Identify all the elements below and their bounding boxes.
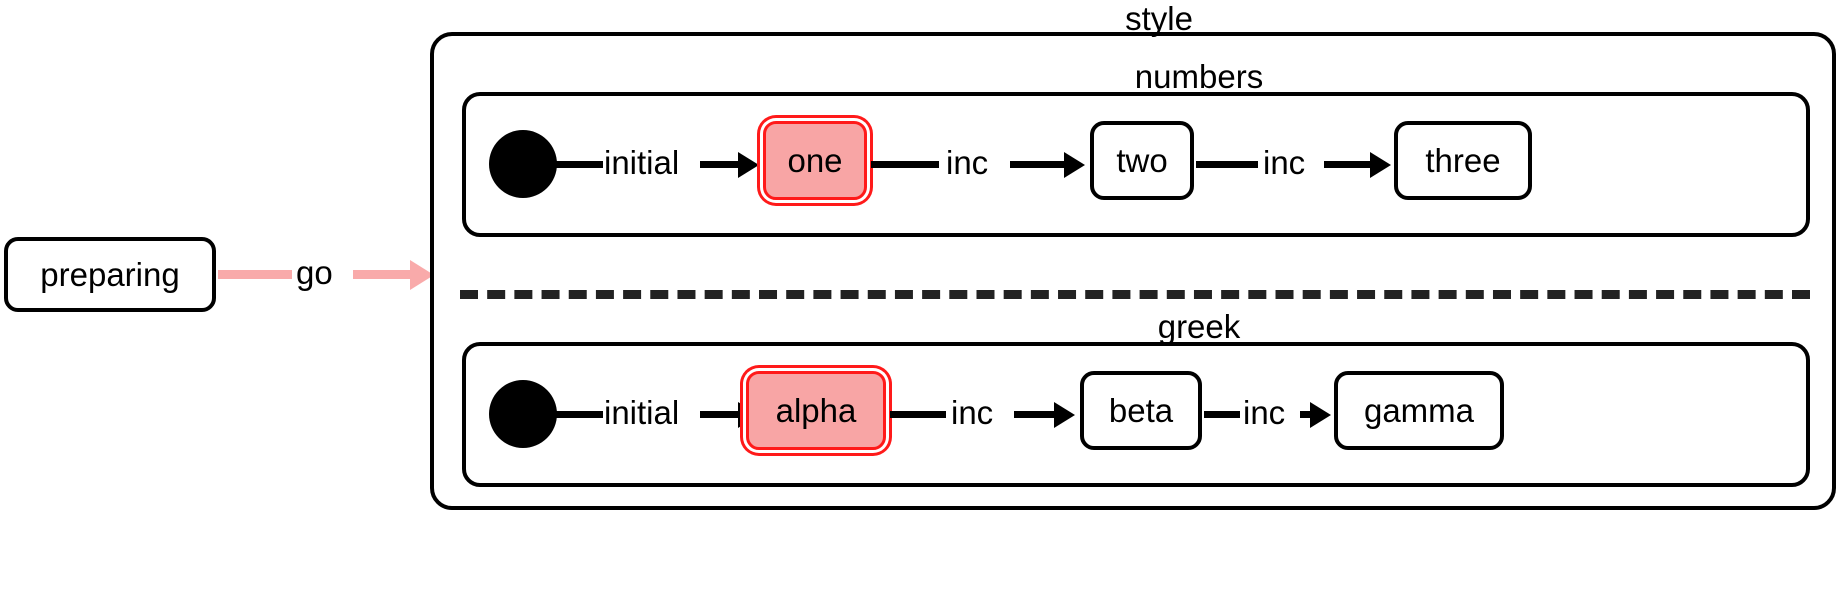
region-greek-label: greek	[1157, 308, 1241, 345]
region-numbers-inc2-arrowhead	[1370, 152, 1391, 178]
region-numbers-initial-line-left	[551, 161, 603, 168]
region-numbers[interactable]	[462, 92, 1810, 237]
state-gamma-label: gamma	[1363, 392, 1475, 429]
region-numbers-start-node	[489, 130, 557, 198]
region-numbers-inc2-line-right	[1324, 161, 1374, 168]
region-greek[interactable]	[462, 342, 1810, 487]
state-beta-label: beta	[1108, 392, 1174, 429]
region-greek-initial-line-right	[700, 411, 742, 418]
state-two-label: two	[1116, 142, 1168, 179]
composite-state-style[interactable]	[430, 32, 1836, 510]
region-numbers-inc1-line-left	[871, 161, 939, 168]
region-numbers-transition-initial-label: initial	[604, 144, 680, 181]
region-greek-inc1-line-left	[890, 411, 946, 418]
composite-style-label: style	[1125, 0, 1193, 37]
region-numbers-inc1-line-right	[1010, 161, 1068, 168]
state-two[interactable]: two	[1090, 121, 1194, 200]
region-greek-transition-initial-label: initial	[604, 394, 680, 431]
region-numbers-inc2-line-left	[1196, 161, 1258, 168]
parallel-region-divider	[460, 290, 1810, 299]
region-greek-inc2-arrowhead	[1310, 402, 1331, 428]
region-greek-transition-inc2-label: inc	[1243, 394, 1286, 431]
state-preparing-label: preparing	[40, 256, 180, 293]
state-one-label: one	[787, 142, 843, 179]
state-preparing[interactable]: preparing	[4, 237, 216, 312]
state-alpha[interactable]: alpha	[746, 371, 886, 450]
region-numbers-initial-line-right	[700, 161, 742, 168]
state-one[interactable]: one	[763, 121, 867, 200]
state-gamma[interactable]: gamma	[1334, 371, 1504, 450]
state-alpha-label: alpha	[775, 392, 857, 429]
transition-go-label: go	[296, 254, 333, 291]
region-greek-transition-inc1-label: inc	[951, 394, 994, 431]
region-greek-inc2-line-left	[1204, 411, 1240, 418]
state-three[interactable]: three	[1394, 121, 1532, 200]
region-numbers-initial-arrowhead	[738, 152, 759, 178]
region-greek-initial-line-left	[551, 411, 603, 418]
transition-go-line-right	[353, 270, 418, 279]
region-numbers-transition-inc1-label: inc	[946, 144, 989, 181]
state-beta[interactable]: beta	[1080, 371, 1202, 450]
region-numbers-label: numbers	[1134, 58, 1264, 95]
region-greek-inc1-line-right	[1014, 411, 1058, 418]
state-three-label: three	[1425, 142, 1501, 179]
region-numbers-transition-inc2-label: inc	[1263, 144, 1306, 181]
transition-go-line-left	[218, 270, 292, 279]
region-greek-inc1-arrowhead	[1054, 402, 1075, 428]
region-numbers-inc1-arrowhead	[1064, 152, 1085, 178]
region-greek-start-node	[489, 380, 557, 448]
